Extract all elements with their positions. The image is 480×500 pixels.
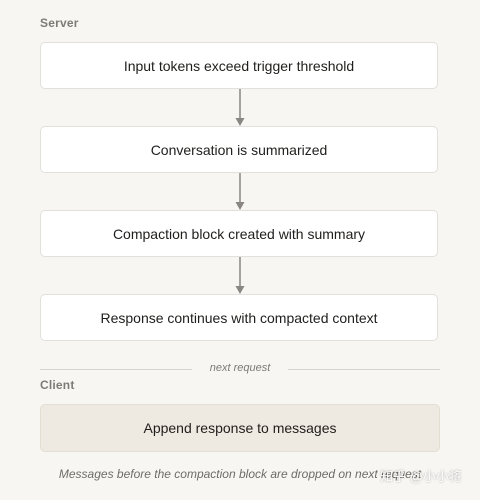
flow-step-summarized: Conversation is summarized [40,126,438,173]
flow-step-input-tokens: Input tokens exceed trigger threshold [40,42,438,89]
watermark: 知乎 @小小将 [380,469,462,484]
server-section-label: Server [40,16,79,30]
down-arrow-icon [235,257,245,294]
flow-step-response-continues: Response continues with compacted contex… [40,294,438,341]
next-request-divider-label: next request [209,362,271,374]
divider-line-left [40,369,192,370]
flow-step-compaction-block: Compaction block created with summary [40,210,438,257]
down-arrow-icon [235,173,245,210]
divider-line-right [288,369,440,370]
down-arrow-icon [235,89,245,126]
client-section-label: Client [40,378,75,392]
footnote: Messages before the compaction block are… [58,467,422,481]
client-step-append-response: Append response to messages [40,404,440,452]
